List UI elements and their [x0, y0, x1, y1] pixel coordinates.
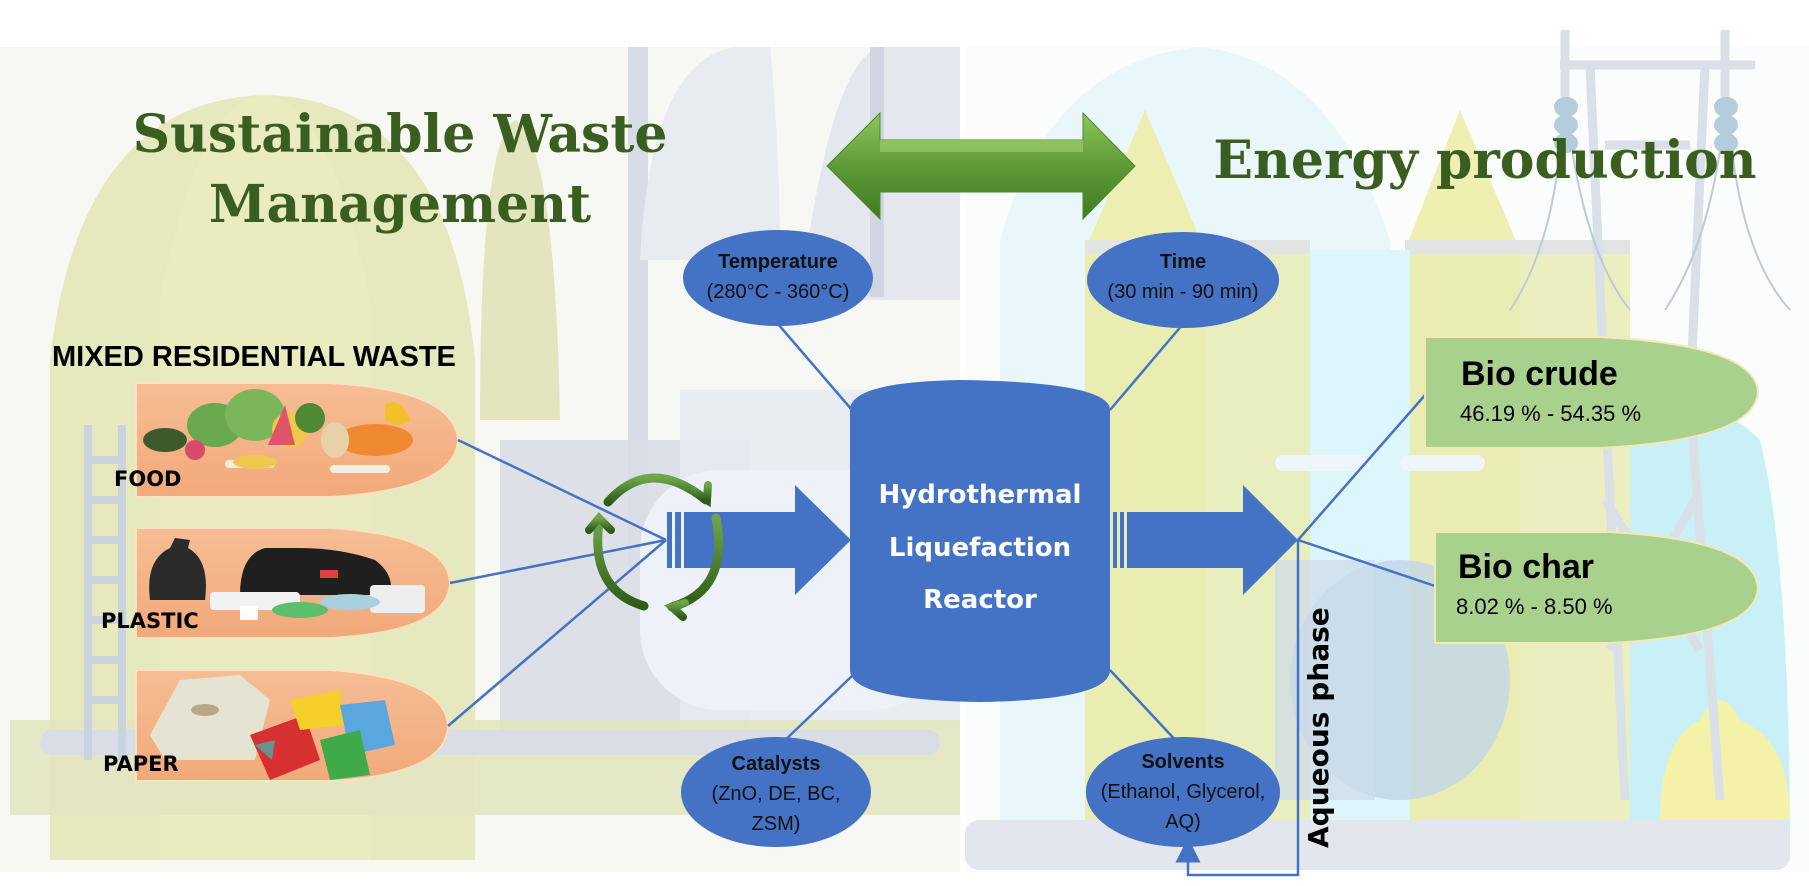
right-arrow-icon	[1113, 485, 1298, 595]
parameter-connector-lines	[777, 323, 1184, 746]
solvents-title: Solvents	[1141, 751, 1224, 773]
title-sustainable-waste-line1: Sustainable Waste	[133, 104, 668, 165]
feedstock-item-paper: PAPER	[103, 669, 450, 782]
double-headed-arrow-icon	[826, 111, 1136, 221]
feedstock-label-paper: PAPER	[103, 752, 179, 776]
bio-char-title: Bio char	[1458, 548, 1594, 586]
time-title: Time	[1160, 251, 1206, 273]
temperature-title: Temperature	[718, 251, 838, 273]
right-arrow-icon	[667, 485, 851, 595]
reactor-label-line2: Liquefaction	[889, 533, 1071, 563]
solvents-list-line2: AQ)	[1165, 811, 1201, 833]
reactor-label-line1: Hydrothermal	[879, 480, 1082, 510]
feedstock-item-plastic: PLASTIC	[101, 527, 452, 639]
reactor-label-line3: Reactor	[923, 585, 1037, 615]
bio-char-yield: 8.02 % - 8.50 %	[1456, 594, 1613, 619]
power-lines	[1509, 149, 1791, 311]
feedstock-label-food: FOOD	[114, 467, 181, 491]
parameter-catalysts: Catalysts (ZnO, DE, BC, ZSM)	[681, 737, 871, 847]
parameter-solvents: Solvents (Ethanol, Glycerol, AQ)	[1086, 737, 1280, 847]
solvents-list-line1: (Ethanol, Glycerol,	[1101, 781, 1266, 803]
recycle-arrows-icon	[585, 473, 724, 621]
feedstock-item-food: FOOD	[114, 382, 460, 498]
title-sustainable-waste-line2: Management	[209, 174, 591, 235]
aqueous-phase-label: Aqueous phase	[1302, 607, 1335, 848]
food-waste-icon	[143, 389, 413, 473]
product-bio-char: Bio char 8.02 % - 8.50 %	[1434, 531, 1760, 644]
bio-crude-title: Bio crude	[1461, 355, 1618, 393]
insulator-icons	[1554, 97, 1738, 153]
parameter-time: Time (30 min - 90 min)	[1087, 232, 1279, 328]
feedstock-connector-lines	[447, 438, 667, 727]
parameter-temperature: Temperature (280°C - 360°C)	[683, 230, 873, 326]
time-range: (30 min - 90 min)	[1107, 281, 1258, 303]
mixed-residential-waste-heading: MIXED RESIDENTIAL WASTE	[52, 341, 456, 373]
hydrothermal-liquefaction-reactor: Hydrothermal Liquefaction Reactor	[850, 380, 1110, 702]
plastic-bags-icon	[149, 538, 425, 620]
title-energy-production: Energy production	[1213, 130, 1756, 191]
aqueous-phase-recycle-line	[1175, 540, 1300, 877]
bio-crude-yield: 46.19 % - 54.35 %	[1460, 401, 1641, 426]
product-connector-lines	[1297, 393, 1436, 588]
catalysts-list-line2: ZSM)	[752, 813, 801, 835]
paper-waste-icon	[150, 675, 395, 780]
catalysts-list-line1: (ZnO, DE, BC,	[712, 783, 841, 805]
ladder-illustration	[84, 425, 126, 760]
product-bio-crude: Bio crude 46.19 % - 54.35 %	[1424, 336, 1760, 449]
catalysts-title: Catalysts	[732, 753, 821, 775]
temperature-range: (280°C - 360°C)	[707, 281, 850, 303]
feedstock-label-plastic: PLASTIC	[101, 609, 199, 633]
